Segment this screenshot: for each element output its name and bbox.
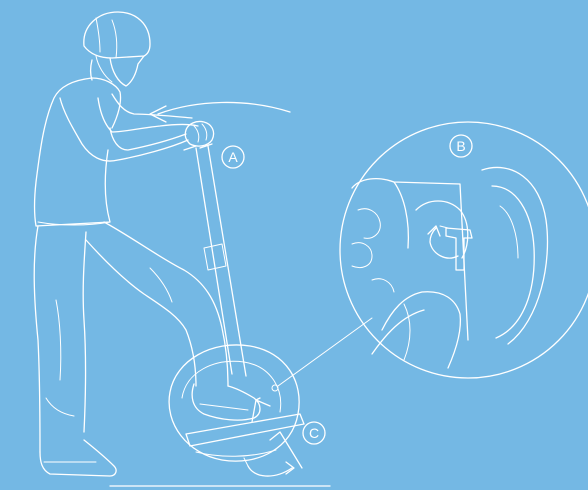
callout-c-label: C (309, 425, 319, 441)
detail-magnifier (278, 122, 588, 386)
left-shoe (40, 440, 116, 476)
callout-a: A (222, 146, 244, 168)
visor (110, 56, 144, 86)
hands (185, 121, 213, 146)
callout-b: B (450, 135, 472, 157)
callout-origin-dot (272, 385, 278, 391)
balance-board-device (169, 144, 304, 476)
callout-b-label: B (456, 138, 465, 154)
rider-figure (34, 12, 260, 476)
rotation-arrow-b (430, 228, 458, 258)
steering-column (196, 146, 246, 376)
rotation-arrow-c (248, 466, 292, 476)
connector-line (278, 318, 372, 386)
callout-c: C (303, 422, 325, 444)
standing-leg (34, 226, 40, 452)
callout-a-label: A (228, 149, 238, 165)
hex-key-inserted (252, 398, 270, 422)
motion-arrow (150, 102, 290, 122)
right-shoe (192, 384, 260, 420)
